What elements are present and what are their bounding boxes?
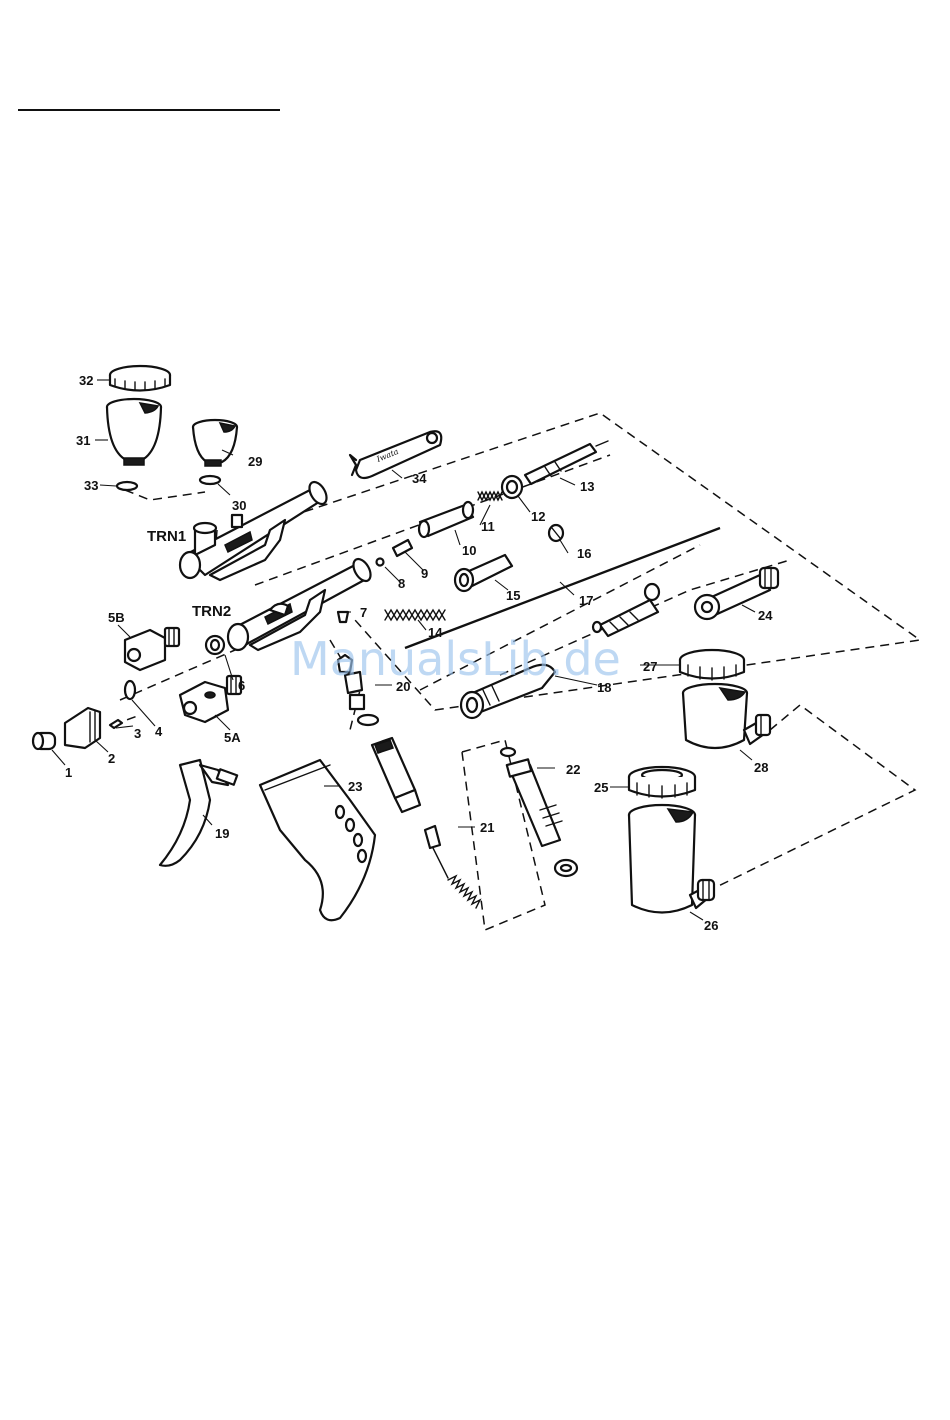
part-26-large-cup[interactable] [629, 805, 714, 913]
label-trn2: TRN2 [192, 603, 231, 620]
label-30: 30 [232, 498, 246, 513]
part-12-guide-nut[interactable] [502, 476, 522, 498]
label-31: 31 [76, 433, 90, 448]
part-14-spring[interactable] [385, 610, 445, 620]
part-32-cup-lid[interactable] [110, 366, 170, 391]
part-28-side-cup[interactable] [683, 684, 770, 748]
part-8-washer[interactable] [377, 559, 384, 566]
label-13: 13 [580, 479, 594, 494]
part-31-cup[interactable] [107, 399, 161, 465]
part-2-head-cap[interactable] [65, 708, 100, 748]
part-1-nozzle-cap[interactable] [33, 733, 55, 749]
label-28: 28 [754, 760, 768, 775]
part-15-spring-guide[interactable] [455, 555, 512, 591]
label-33: 33 [84, 478, 98, 493]
part-5b-head[interactable] [125, 628, 179, 670]
part-7-stud[interactable] [338, 612, 348, 622]
label-16: 16 [577, 546, 591, 561]
label-32: 32 [79, 373, 93, 388]
label-7: 7 [360, 605, 367, 620]
label-17: 17 [579, 593, 593, 608]
label-34: 34 [412, 471, 427, 486]
part-5a-head[interactable] [180, 676, 241, 722]
label-11: 11 [481, 519, 495, 534]
label-15: 15 [506, 588, 520, 603]
label-6: 6 [238, 678, 245, 693]
part-10-valve-body[interactable] [419, 502, 473, 537]
label-5a: 5A [224, 730, 241, 745]
part-17-needle[interactable] [405, 528, 720, 648]
label-9: 9 [421, 566, 428, 581]
part-6-ring[interactable] [206, 636, 224, 654]
label-24: 24 [758, 608, 773, 623]
part-33-oring[interactable] [117, 482, 137, 490]
label-29: 29 [248, 454, 262, 469]
watermark: ManualsLib.de [290, 632, 621, 686]
label-23: 23 [348, 779, 362, 794]
label-12: 12 [531, 509, 545, 524]
label-27: 27 [643, 659, 657, 674]
part-9-guide[interactable] [393, 540, 412, 556]
part-16-nut[interactable] [549, 525, 563, 541]
label-3: 3 [134, 726, 141, 741]
label-21: 21 [480, 820, 494, 835]
label-1: 1 [65, 765, 72, 780]
part-19-trigger[interactable] [160, 760, 237, 866]
label-25: 25 [594, 780, 608, 795]
part-13-needle-chucking-guide[interactable] [525, 441, 608, 484]
part-4-oring[interactable] [125, 681, 135, 699]
label-2: 2 [108, 751, 115, 766]
part-30-oring[interactable] [200, 476, 220, 484]
label-10: 10 [462, 543, 476, 558]
label-5b: 5B [108, 610, 125, 625]
part-34-wrench[interactable]: Iwata [350, 431, 441, 478]
label-19: 19 [215, 826, 229, 841]
part-27-lid[interactable] [680, 650, 744, 680]
body-trn1[interactable] [180, 479, 330, 580]
label-8: 8 [398, 576, 405, 591]
part-25-large-lid[interactable] [629, 767, 695, 798]
label-26: 26 [704, 918, 718, 933]
part-3-nozzle[interactable] [110, 720, 122, 728]
label-22: 22 [566, 762, 580, 777]
part-29-small-cup[interactable] [193, 420, 237, 466]
label-4: 4 [155, 724, 163, 739]
label-trn1: TRN1 [147, 528, 186, 545]
part-21-valve-assembly[interactable] [372, 738, 480, 908]
